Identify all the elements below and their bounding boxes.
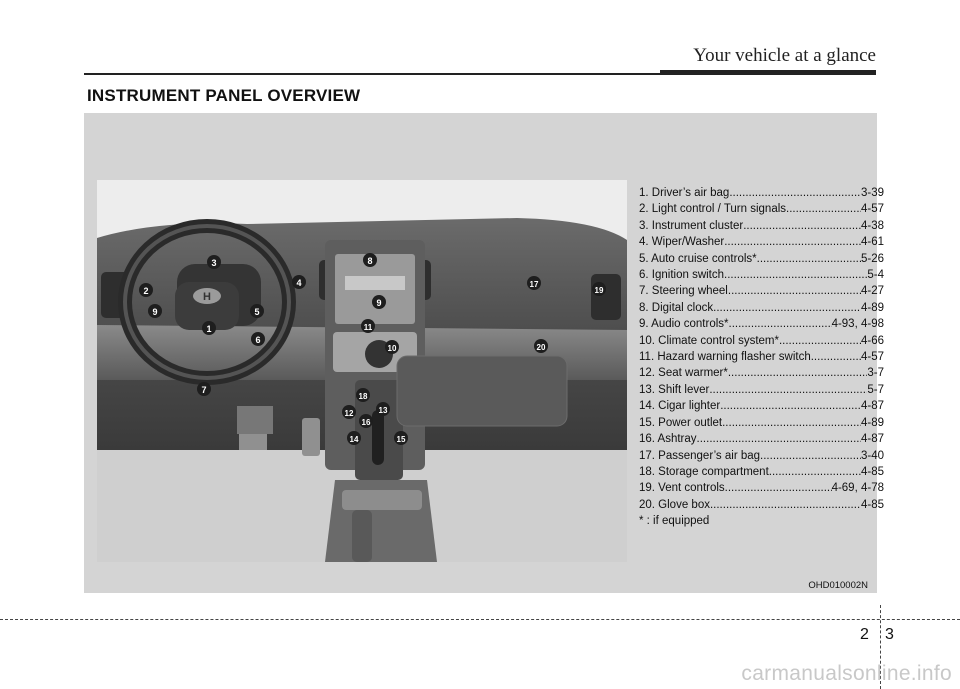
figure-code: OHD010002N [808,580,868,591]
header-rule [84,73,876,75]
instrument-panel-illustration: H 2 9 3 4 5 1 6 7 8 9 11 10 17 19 20 18 … [97,180,627,562]
callout-15: 15 [397,435,406,444]
callout-13: 13 [379,406,388,415]
callout-16: 16 [362,418,371,427]
callout-9: 9 [376,298,381,308]
legend-item: 16. Ashtray 4-87 [639,431,884,447]
legend-item: 3. Instrument cluster 4-38 [639,218,884,234]
chapter-header-title: Your vehicle at a glance [693,45,876,66]
legend-item: 6. Ignition switch 5-4 [639,267,884,283]
callout-7: 7 [201,385,206,395]
callout-10: 10 [388,344,397,353]
callout-6: 6 [255,335,260,345]
callout-14: 14 [350,435,359,444]
header-rule-accent [660,70,876,75]
callout-19: 19 [595,286,604,295]
legend-item: 8. Digital clock 4-89 [639,300,884,316]
legend-item: 2. Light control / Turn signals 4-57 [639,201,884,217]
legend-item: 1. Driver’s air bag 3-39 [639,185,884,201]
chapter-number: 2 [860,626,869,643]
legend-item: 20. Glove box 4-85 [639,497,884,513]
legend-item: 18. Storage compartment 4-85 [639,464,884,480]
callout-3: 3 [211,258,216,268]
callout-11: 11 [364,323,373,332]
callout-12: 12 [345,409,354,418]
callout-20: 20 [537,343,546,352]
callout-8: 8 [367,256,372,266]
page-divider [880,605,881,689]
legend-item: 5. Auto cruise controls* 5-26 [639,251,884,267]
legend-item: 7. Steering wheel 4-27 [639,283,884,299]
legend-item: 19. Vent controls 4-69, 4-78 [639,480,884,496]
callout-2: 2 [143,286,148,296]
legend-item: 13. Shift lever 5-7 [639,382,884,398]
legend-item: 4. Wiper/Washer4-61 [639,234,884,250]
legend-item: 14. Cigar lighter4-87 [639,398,884,414]
callout-1: 1 [206,324,211,334]
section-title: INSTRUMENT PANEL OVERVIEW [87,86,361,105]
callout-4: 4 [296,278,301,288]
legend-item: 11. Hazard warning flasher switch 4-57 [639,349,884,365]
legend-item: 9. Audio controls* 4-93, 4-98 [639,316,884,332]
legend-item: 17. Passenger’s air bag 3-40 [639,448,884,464]
footer-rule [0,619,960,620]
site-watermark: carmanualsonline.info [741,662,952,685]
callout-18: 18 [359,392,368,401]
callout-17: 17 [530,280,539,289]
brand-logo: H [203,291,211,303]
legend-item: 12. Seat warmer* 3-7 [639,365,884,381]
legend-footnote: * : if equipped [639,515,710,528]
legend-item: 10. Climate control system* 4-66 [639,333,884,349]
callout-5: 5 [254,307,259,317]
page-number: 3 [885,626,894,643]
component-legend: 1. Driver’s air bag 3-39 2. Light contro… [639,185,884,530]
callout-9-steering: 9 [152,307,157,317]
legend-item: 15. Power outlet 4-89 [639,415,884,431]
